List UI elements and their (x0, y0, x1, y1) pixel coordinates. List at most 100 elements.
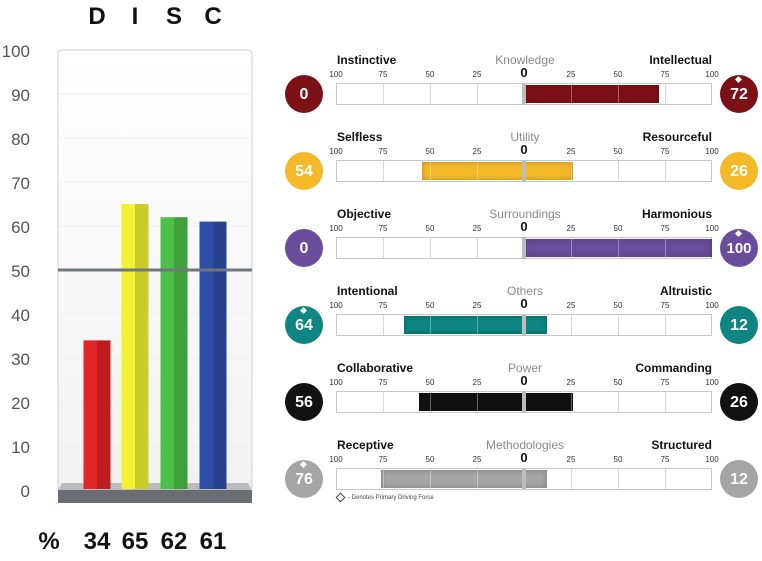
scale-left-label: Objective (337, 207, 392, 221)
scale-title: Knowledge (495, 53, 555, 67)
bar-shade-c (213, 221, 227, 489)
scale-gridline (477, 238, 478, 258)
scale-right-label: Structured (651, 438, 712, 452)
scale-fill-gridline (477, 392, 478, 412)
scale-tick-label: 50 (425, 378, 435, 387)
scale-tick-label: 75 (378, 224, 388, 233)
scale-fill-bar (524, 85, 660, 103)
scale-center-mark (522, 314, 526, 336)
scale-gridline (383, 392, 384, 412)
scale-tick-label: 100 (705, 147, 719, 156)
scale-tick-label: 75 (378, 378, 388, 387)
scale-title: Methodologies (485, 438, 565, 452)
scale-tick-label: 0 (520, 65, 528, 80)
footnote-text: - Denotes Primary Driving Force (348, 495, 434, 502)
scale-left-label: Intentional (337, 284, 398, 298)
scale-fill-gridline (383, 469, 384, 489)
score-circle-left: 56 (285, 383, 323, 421)
disc-letter-s: S (166, 3, 182, 30)
scale-tick-label: 75 (378, 301, 388, 310)
bar-shade-s (174, 217, 188, 489)
scale-track (336, 160, 712, 182)
scale-gridline (665, 469, 666, 489)
scale-fill-bar (381, 470, 547, 488)
score-left-value: 54 (295, 163, 313, 180)
bar-shade-d (97, 340, 111, 489)
score-right-value: 26 (730, 394, 748, 411)
scale-tick-label: 100 (705, 455, 719, 464)
score-circle-left: 0 (285, 75, 323, 113)
scale-tick-label: 100 (705, 378, 719, 387)
footnote: - Denotes Primary Driving Force (335, 492, 434, 503)
scale-left-label: Collaborative (337, 361, 414, 375)
scale-left-label: Instinctive (337, 53, 397, 67)
score-left-value: 0 (299, 240, 309, 257)
scale-tick-label: 75 (660, 147, 670, 156)
score-circle-right: 100 (720, 229, 758, 267)
scale-center-mark (522, 237, 526, 259)
y-tick-label: 30 (11, 350, 30, 369)
scale-tick-label: 50 (425, 70, 435, 79)
score-right-value: 12 (730, 471, 748, 488)
scale-track (336, 468, 712, 490)
scale-fill-gridline (571, 238, 572, 258)
scale-tick-label: 50 (425, 455, 435, 464)
scale-tick-label: 75 (378, 147, 388, 156)
scale-tick-label: 50 (613, 455, 623, 464)
score-circle-left: 64 (285, 306, 323, 344)
scale-left-label: Receptive (337, 438, 394, 452)
score-right-value: 12 (730, 317, 748, 334)
y-tick-label: 20 (11, 394, 30, 413)
scale-tick-label: 0 (520, 296, 528, 311)
scale-gridline (618, 469, 619, 489)
scale-tick-label: 100 (329, 147, 343, 156)
disc-letter-i: I (132, 3, 139, 30)
scale-tick-label: 0 (520, 450, 528, 465)
scale-gridline (383, 238, 384, 258)
scale-tick-label: 50 (613, 378, 623, 387)
scale-fill-gridline (477, 161, 478, 181)
scale-fill-bar (422, 162, 573, 180)
scale-tick-label: 100 (329, 378, 343, 387)
scale-tick-label: 50 (425, 301, 435, 310)
score-circle-right: 26 (720, 152, 758, 190)
scale-gridline (383, 84, 384, 104)
scale-tick-label: 0 (520, 142, 528, 157)
primary-force-diamond-icon (299, 460, 308, 469)
scale-fill-gridline (477, 469, 478, 489)
scale-tick-label: 25 (472, 224, 482, 233)
scale-gridline (477, 84, 478, 104)
scale-center-mark (522, 83, 526, 105)
scale-title: Power (507, 361, 542, 375)
scale-right-label: Harmonious (641, 207, 712, 221)
scale-right-label: Altruistic (659, 284, 712, 298)
scale-title: Surroundings (489, 207, 561, 221)
scale-tick-label: 100 (705, 70, 719, 79)
scale-gridline (665, 392, 666, 412)
score-right-value: 72 (730, 86, 748, 103)
score-circle-right: 12 (720, 460, 758, 498)
scale-tick-label: 50 (425, 147, 435, 156)
scale-fill-gridline (618, 84, 619, 104)
scale-tick-label: 100 (329, 224, 343, 233)
score-right-value: 26 (730, 163, 748, 180)
scale-tick-label: 50 (613, 147, 623, 156)
y-tick-label: 100 (2, 42, 30, 61)
scale-tick-label: 25 (472, 378, 482, 387)
y-tick-label: 70 (11, 174, 30, 193)
scale-tick-label: 100 (329, 455, 343, 464)
scale-tick-label: 75 (660, 70, 670, 79)
scale-fill-gridline (571, 392, 572, 412)
diamond-outline-icon (335, 492, 346, 503)
scale-gridline (665, 161, 666, 181)
y-tick-label: 80 (11, 130, 30, 149)
scale-gridline (618, 161, 619, 181)
scale-fill-gridline (430, 161, 431, 181)
value-label-i: 65 (122, 528, 149, 555)
scale-gridline (383, 315, 384, 335)
scale-tick-label: 25 (566, 378, 576, 387)
